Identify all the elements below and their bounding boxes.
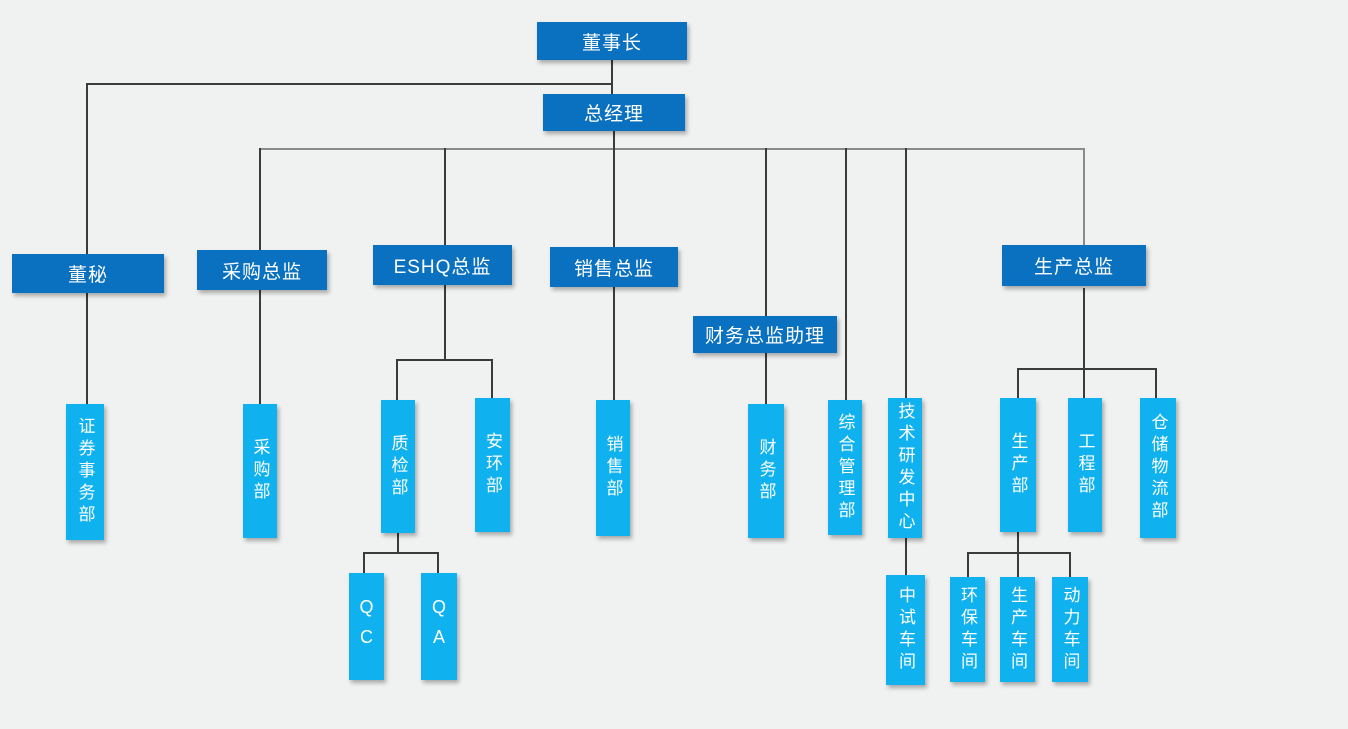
org-node-qa[interactable]: QA <box>421 573 457 680</box>
org-node-pilot-workshop[interactable]: 中试车间 <box>886 575 925 685</box>
connector-line <box>613 131 615 148</box>
connector-line <box>1155 368 1157 398</box>
org-node-label: 仓储物流部 <box>1148 413 1168 523</box>
org-node-sales-dept[interactable]: 销售部 <box>596 400 630 536</box>
org-node-label: QA <box>429 596 449 657</box>
connector-line <box>363 552 365 573</box>
org-node-procurement-dept[interactable]: 采购部 <box>243 404 277 538</box>
org-node-label: 中试车间 <box>896 586 915 674</box>
connector-line <box>1083 148 1085 245</box>
org-node-sales-director[interactable]: 销售总监 <box>550 247 678 287</box>
org-node-label: 销售总监 <box>573 258 654 280</box>
org-node-label: 动力车间 <box>1060 585 1080 674</box>
org-node-qc[interactable]: QC <box>349 573 384 680</box>
connector-line <box>765 148 767 404</box>
org-node-production-dept[interactable]: 生产部 <box>1000 398 1036 532</box>
org-node-eshq-director[interactable]: ESHQ总监 <box>373 245 512 285</box>
org-node-production-director[interactable]: 生产总监 <box>1002 245 1146 286</box>
org-node-production-workshop[interactable]: 生产车间 <box>1000 577 1035 682</box>
org-node-general-management-dept[interactable]: 综合管理部 <box>828 400 862 535</box>
connector-line <box>86 83 613 85</box>
connector-line <box>86 83 88 404</box>
org-node-label: 生产部 <box>1008 432 1028 498</box>
org-node-label: 财务总监助理 <box>704 326 825 347</box>
org-node-label: 综合管理部 <box>835 412 855 523</box>
org-node-label: ESHQ总监 <box>393 256 492 278</box>
org-node-label: 董秘 <box>67 265 108 286</box>
org-node-label: 总经理 <box>583 104 644 125</box>
connector-line <box>967 552 1071 554</box>
org-node-finance-dept[interactable]: 财务部 <box>748 404 784 538</box>
org-node-label: QC <box>356 596 377 657</box>
org-node-general-manager[interactable]: 总经理 <box>543 94 685 131</box>
org-node-warehouse-logistics-dept[interactable]: 仓储物流部 <box>1140 398 1176 538</box>
org-node-label: 生产车间 <box>1008 585 1027 674</box>
org-node-label: 采购部 <box>250 438 270 504</box>
org-node-quality-inspection-dept[interactable]: 质检部 <box>381 400 415 533</box>
org-node-label: 安环部 <box>483 432 502 498</box>
org-node-power-workshop[interactable]: 动力车间 <box>1052 577 1088 682</box>
connector-line <box>396 359 398 400</box>
org-node-label: 工程部 <box>1075 432 1095 498</box>
org-node-label: 环保车间 <box>958 585 977 674</box>
connector-line <box>1083 288 1085 398</box>
connector-line <box>397 532 399 552</box>
org-node-label: 采购总监 <box>221 261 302 283</box>
connector-line <box>905 148 907 575</box>
org-node-label: 生产总监 <box>1033 257 1114 278</box>
connector-line <box>845 148 847 400</box>
org-node-label: 销售部 <box>603 435 623 501</box>
connector-line <box>437 552 439 573</box>
org-node-procurement-director[interactable]: 采购总监 <box>197 250 327 290</box>
org-node-label: 质检部 <box>388 433 408 500</box>
org-node-chairman[interactable]: 董事长 <box>537 22 687 60</box>
org-node-engineering-dept[interactable]: 工程部 <box>1068 398 1102 532</box>
connector-line <box>1017 368 1157 370</box>
connector-line <box>363 552 439 554</box>
connector-line <box>1069 552 1071 577</box>
connector-line <box>491 359 493 398</box>
connector-line <box>611 60 613 94</box>
connector-line <box>967 552 969 577</box>
org-node-label: 技术研发中心 <box>895 402 915 534</box>
org-node-tech-rd-center[interactable]: 技术研发中心 <box>888 398 922 538</box>
org-node-board-secretary[interactable]: 董秘 <box>12 254 164 293</box>
org-node-safety-environment-dept[interactable]: 安环部 <box>475 398 510 532</box>
connector-line <box>1017 552 1019 577</box>
org-node-securities-affairs-dept[interactable]: 证券事务部 <box>66 404 104 540</box>
org-node-label: 董事长 <box>581 32 642 54</box>
connector-line <box>259 148 1085 150</box>
org-node-finance-director-assistant[interactable]: 财务总监助理 <box>693 316 837 353</box>
org-node-label: 财务部 <box>756 438 776 504</box>
connector-line <box>396 359 493 361</box>
org-node-label: 证券事务部 <box>75 417 95 527</box>
org-node-environmental-workshop[interactable]: 环保车间 <box>950 577 985 682</box>
